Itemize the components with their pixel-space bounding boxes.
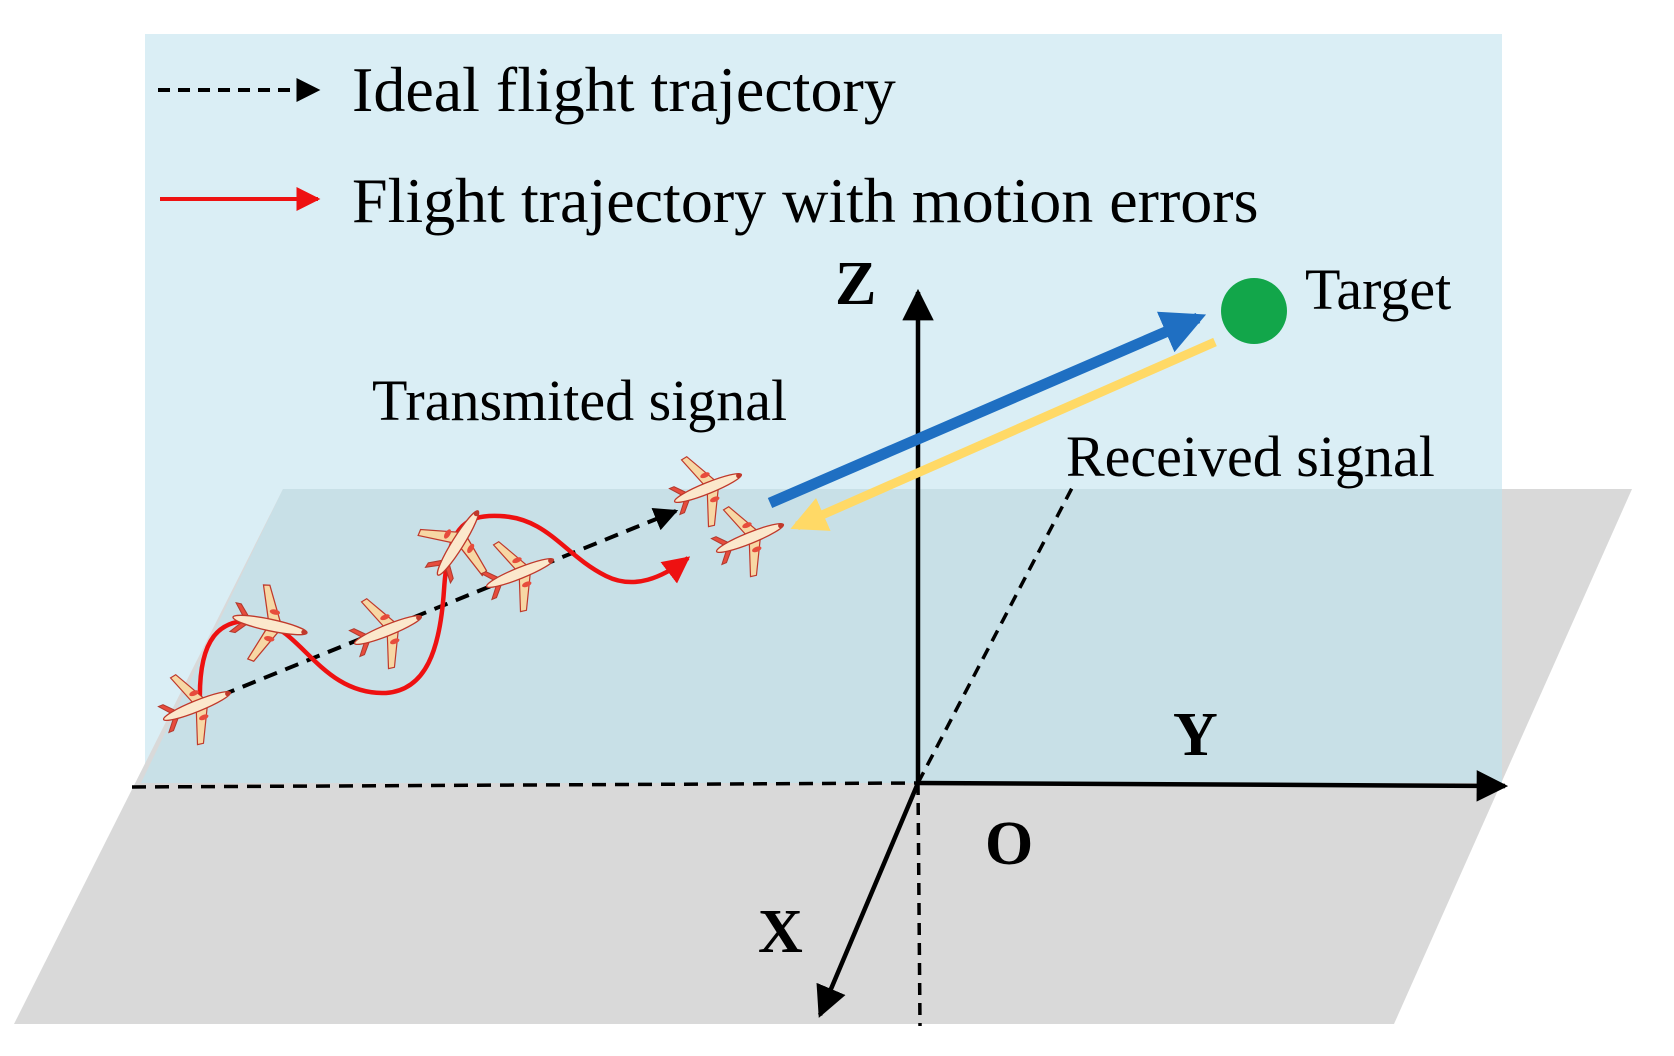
target-label: Target <box>1305 257 1451 322</box>
plane-overlap-region <box>141 489 1502 783</box>
received-signal-arrow <box>790 337 1217 531</box>
y-axis-label: Y <box>1173 701 1218 769</box>
legend: Ideal flight trajectory Flight trajector… <box>158 54 1259 236</box>
legend-ideal-label: Ideal flight trajectory <box>352 54 896 125</box>
y-axis <box>917 770 1509 802</box>
z-axis-negative-dashed <box>916 782 922 1027</box>
transmitted-signal-arrow <box>767 311 1207 509</box>
y-axis-negative-dashed <box>131 781 919 789</box>
x-axis-negative-dashed <box>916 487 1074 784</box>
axes: Z Y X O <box>131 250 1509 1027</box>
z-axis-label: Z <box>835 250 876 318</box>
x-axis-label: X <box>758 898 803 966</box>
x-axis <box>816 782 921 1018</box>
ideal-trajectory-line <box>199 507 679 706</box>
origin-label: O <box>985 810 1033 878</box>
legend-error-label: Flight trajectory with motion errors <box>352 165 1259 236</box>
transmitted-signal-label: Transmited signal <box>372 368 787 433</box>
received-signal-label: Received signal <box>1066 424 1435 489</box>
target-marker <box>1221 278 1287 344</box>
